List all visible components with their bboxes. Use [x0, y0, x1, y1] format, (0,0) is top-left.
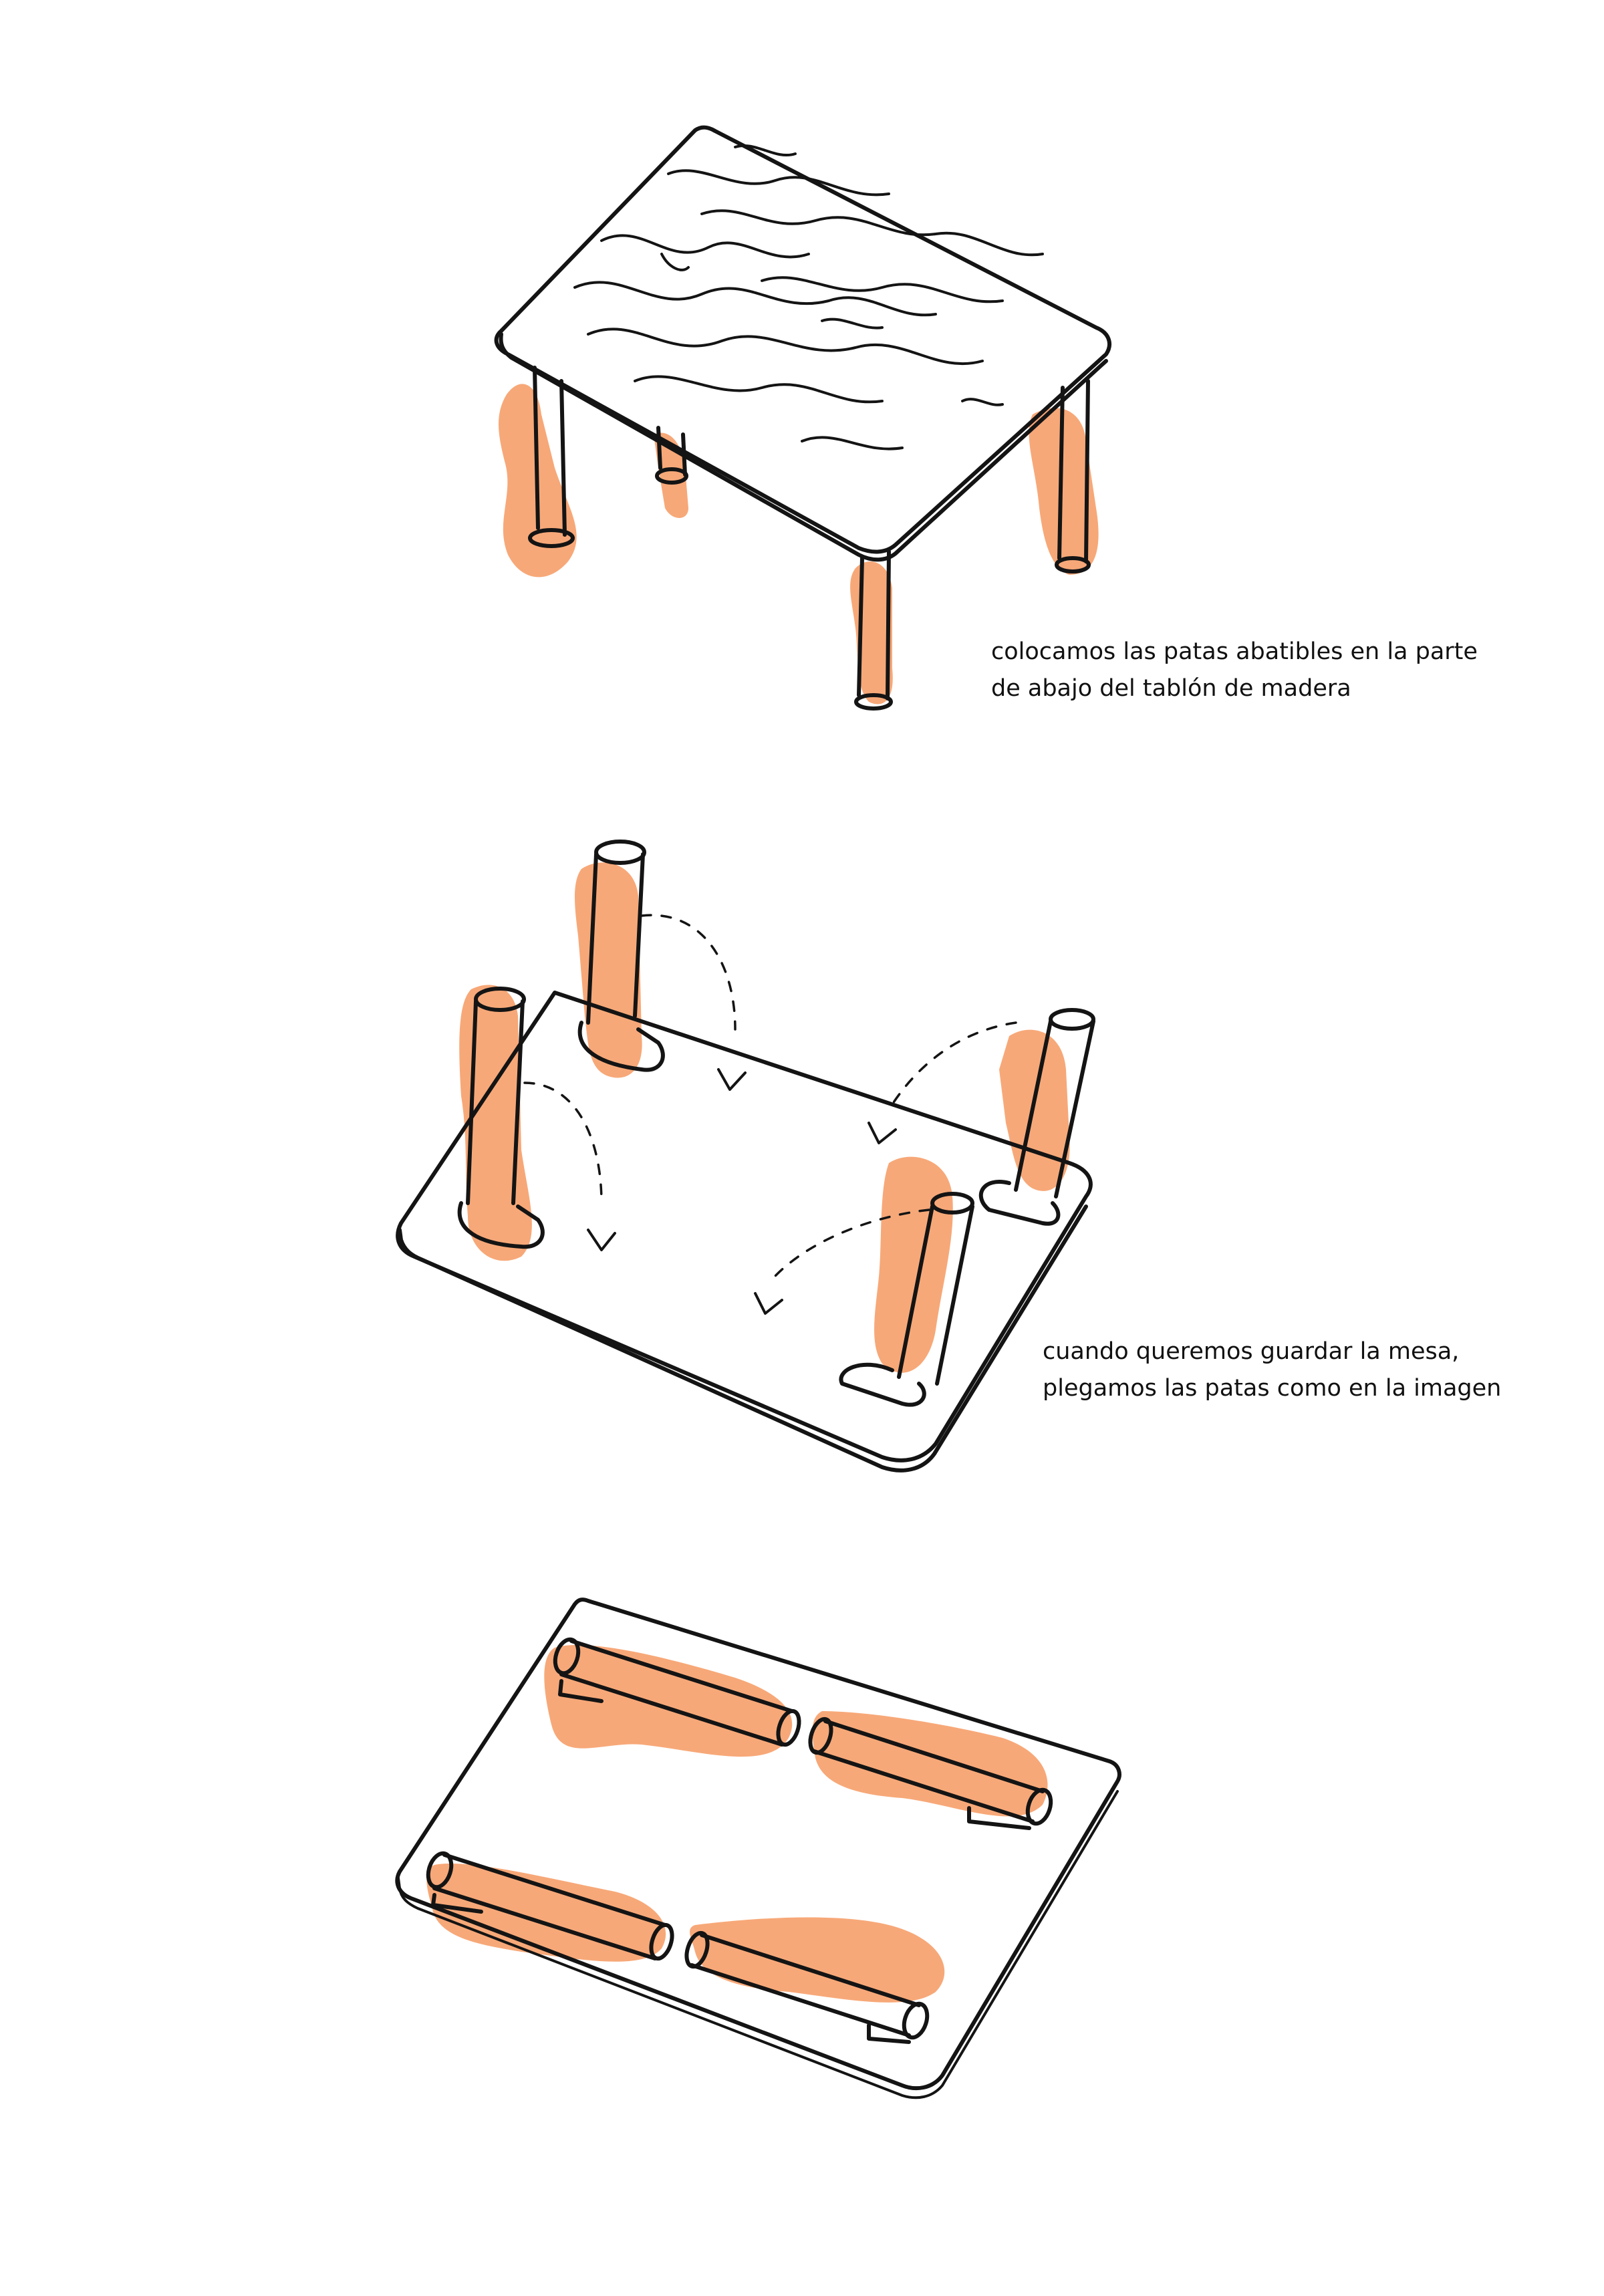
- folded-legs: [426, 1637, 1053, 2044]
- folded-leg-fill-bottom-right: [690, 1917, 945, 2003]
- table-top-outline: [494, 125, 1111, 554]
- leg-fill-right: [999, 1029, 1070, 1191]
- step-2-caption: cuando queremos guardar la mesa, plegamo…: [1043, 1333, 1501, 1407]
- board-edge: [398, 1204, 1088, 1473]
- folded-leg-fill-bottom-left: [426, 1864, 666, 1962]
- step-1-caption: colocamos las patas abatibles en la part…: [991, 634, 1478, 707]
- step-1-caption-line-2: de abajo del tablón de madera: [991, 675, 1351, 702]
- folding-motion-arrows: [523, 914, 1017, 1315]
- board-outline: [396, 991, 1093, 1462]
- table-legs: [528, 366, 1091, 711]
- step-2-caption-line-1: cuando queremos guardar la mesa,: [1043, 1338, 1460, 1365]
- standing-legs: [457, 840, 1095, 1407]
- leg-fill-right: [1029, 408, 1099, 575]
- step-2-caption-line-2: plegamos las patas como en la imagen: [1043, 1375, 1502, 1402]
- folded-board-edge: [397, 1790, 1119, 2099]
- wood-grain: [573, 144, 1044, 451]
- step-1-caption-line-1: colocamos las patas abatibles en la part…: [991, 638, 1478, 665]
- folded-board-outline: [395, 1598, 1121, 2091]
